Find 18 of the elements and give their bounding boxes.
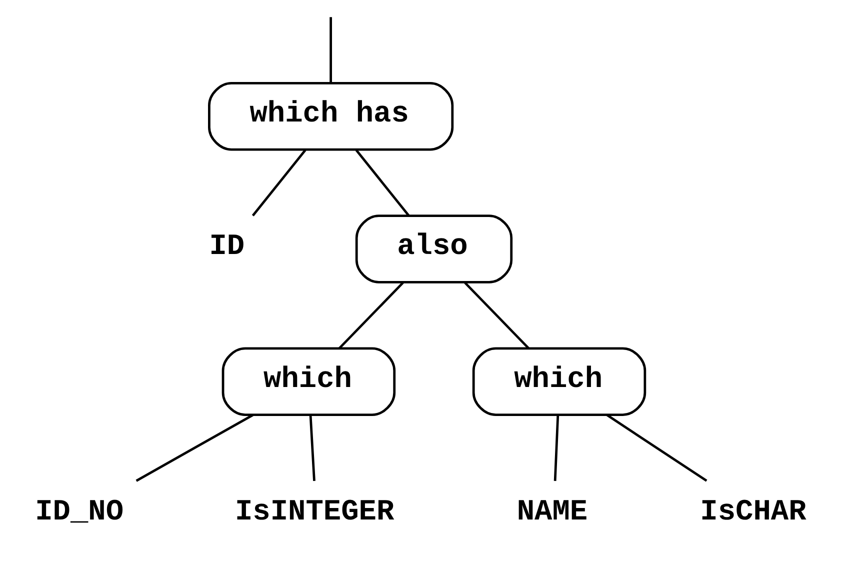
node-text: NAME <box>516 494 588 528</box>
connector <box>330 17 332 84</box>
connector <box>464 282 530 350</box>
connector <box>252 149 306 216</box>
node-text: ID <box>209 229 245 264</box>
node-box: which has <box>208 82 454 151</box>
connector <box>136 414 254 482</box>
node-text: IsCHAR <box>700 494 806 528</box>
connector <box>606 414 708 482</box>
connector <box>338 282 404 350</box>
node-text: ID_NO <box>35 494 124 528</box>
node-box: which <box>472 347 646 416</box>
connector <box>355 149 410 216</box>
node-box: also <box>355 214 513 284</box>
connector <box>554 415 560 481</box>
connector <box>309 415 316 482</box>
node-text: IsINTEGER <box>235 494 394 528</box>
node-box: which <box>222 347 396 416</box>
